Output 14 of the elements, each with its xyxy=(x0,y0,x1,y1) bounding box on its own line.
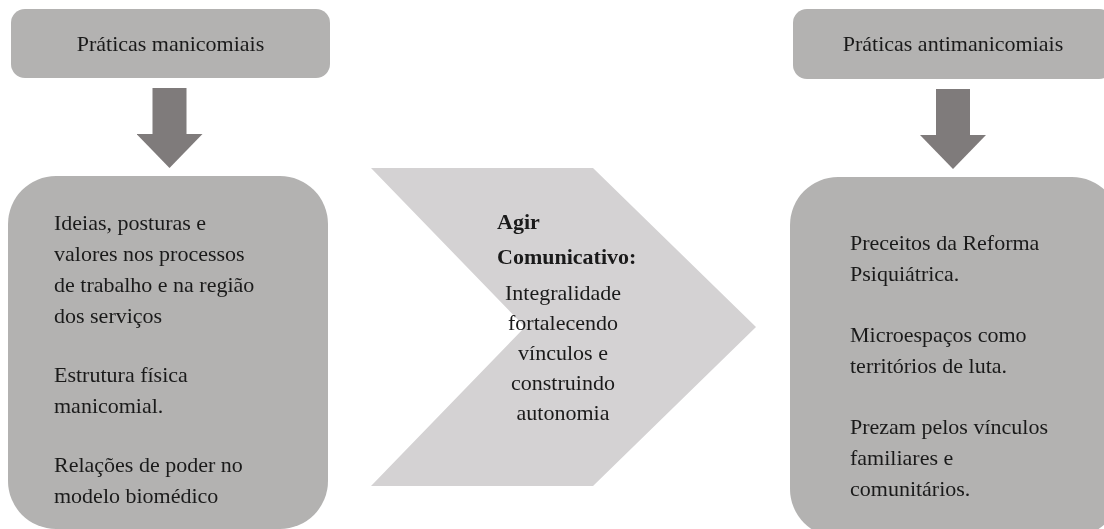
box-text: Prezam pelos vínculos familiares e comunitários. xyxy=(850,413,1049,503)
box-heading: Práticas antimanicomiais xyxy=(842,31,1064,57)
box-text: Microespaços como territórios de luta. xyxy=(850,321,1028,380)
content-box xyxy=(790,177,1104,529)
box-text: Ideias, posturas e valores nos processos de trabalho e na região dos serviços xyxy=(54,209,256,330)
header-box xyxy=(793,9,1104,79)
header-box xyxy=(11,9,330,78)
box-text: Estrutura física manicomial. xyxy=(54,361,189,420)
box-heading: Práticas manicomiais xyxy=(76,30,265,57)
content-box xyxy=(8,176,328,529)
box-text: Relações de poder no modelo biomédico xyxy=(54,451,244,510)
chevron-heading: Agir Comunicativo: xyxy=(497,208,638,271)
box-text: Preceitos da Reforma Psiquiátrica. xyxy=(850,229,1041,288)
chevron-text: Integralidade fortalecendo vínculos e construindo autonomia xyxy=(503,279,623,427)
